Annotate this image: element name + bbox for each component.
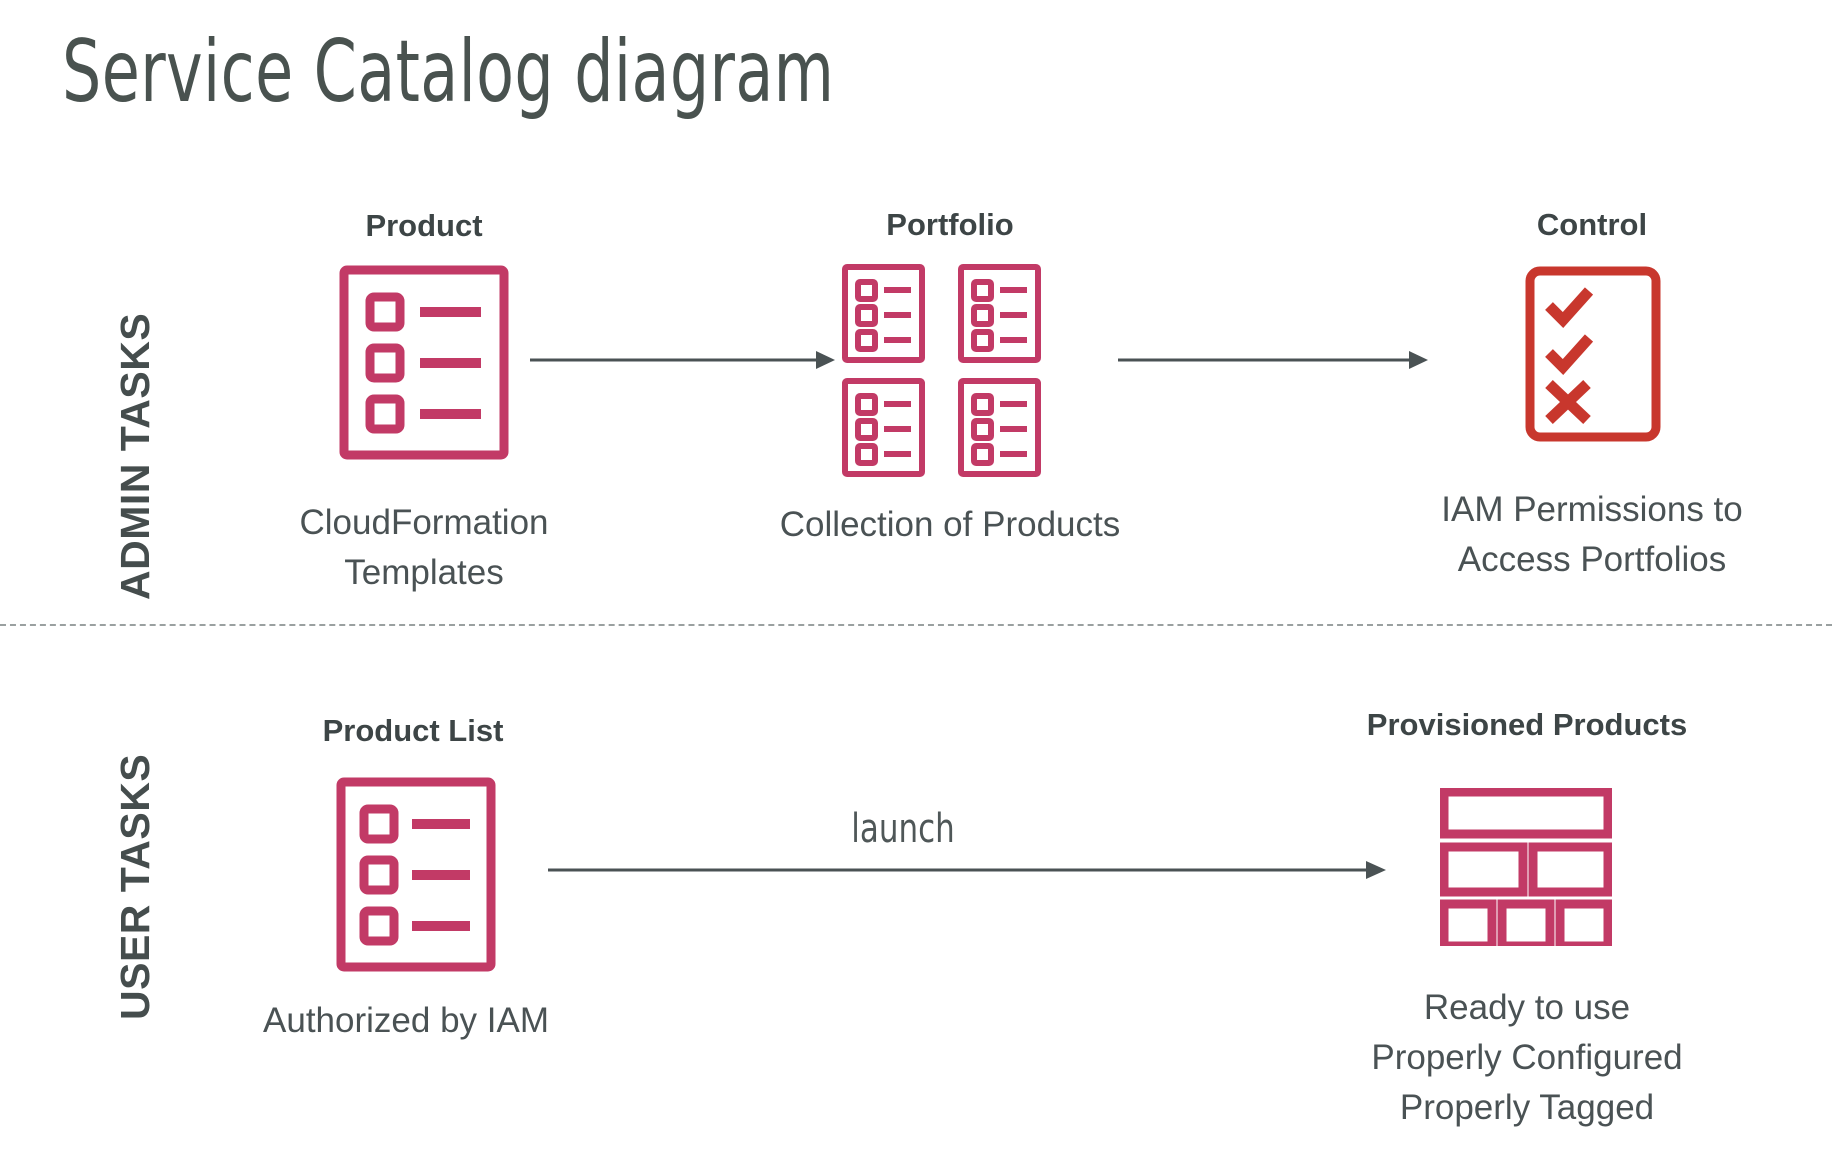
node-caption-portfolio: Collection of Products bbox=[780, 500, 1120, 550]
node-caption-product-list: Authorized by IAM bbox=[263, 996, 549, 1046]
band-divider bbox=[0, 624, 1832, 626]
node-caption-provisioned-products: Ready to use Properly Configured Properl… bbox=[1371, 983, 1682, 1133]
portfolio-grid-icon bbox=[840, 262, 1060, 480]
node-heading-product: Product bbox=[365, 208, 483, 243]
node-heading-provisioned-products: Provisioned Products bbox=[1366, 707, 1688, 742]
node-caption-control: IAM Permissions to Access Portfolios bbox=[1441, 485, 1742, 585]
product-list-icon bbox=[339, 265, 509, 460]
node-heading-portfolio: Portfolio bbox=[886, 207, 1014, 242]
arrow-portfolio-to-control bbox=[1118, 348, 1428, 372]
node-caption-control-line-1: IAM Permissions to bbox=[1441, 490, 1743, 529]
page-title: Service Catalog diagram bbox=[62, 22, 835, 122]
arrow-launch bbox=[548, 858, 1386, 882]
node-caption-portfolio-line-1: Collection of Products bbox=[779, 505, 1121, 544]
node-caption-product: CloudFormation Templates bbox=[300, 498, 549, 598]
provisioned-blocks-icon bbox=[1440, 788, 1612, 946]
product-list-icon bbox=[336, 777, 496, 972]
node-caption-product-line-2: Templates bbox=[344, 553, 504, 592]
node-caption-provisioned-line-3: Properly Tagged bbox=[1399, 1088, 1655, 1127]
arrow-product-to-portfolio bbox=[530, 348, 835, 372]
node-caption-product-list-line-1: Authorized by IAM bbox=[263, 1001, 549, 1040]
node-heading-product-list: Product List bbox=[322, 713, 504, 748]
node-caption-product-line-1: CloudFormation bbox=[299, 503, 549, 542]
band-label-user-tasks: USER TASKS bbox=[112, 753, 158, 1020]
control-checklist-icon bbox=[1525, 266, 1661, 442]
edge-label-launch: launch bbox=[851, 806, 955, 852]
node-caption-control-line-2: Access Portfolios bbox=[1457, 540, 1727, 579]
node-caption-provisioned-line-2: Properly Configured bbox=[1371, 1038, 1683, 1077]
node-caption-provisioned-line-1: Ready to use bbox=[1423, 988, 1631, 1027]
band-label-admin-tasks: ADMIN TASKS bbox=[112, 312, 158, 600]
node-heading-control: Control bbox=[1536, 207, 1648, 242]
